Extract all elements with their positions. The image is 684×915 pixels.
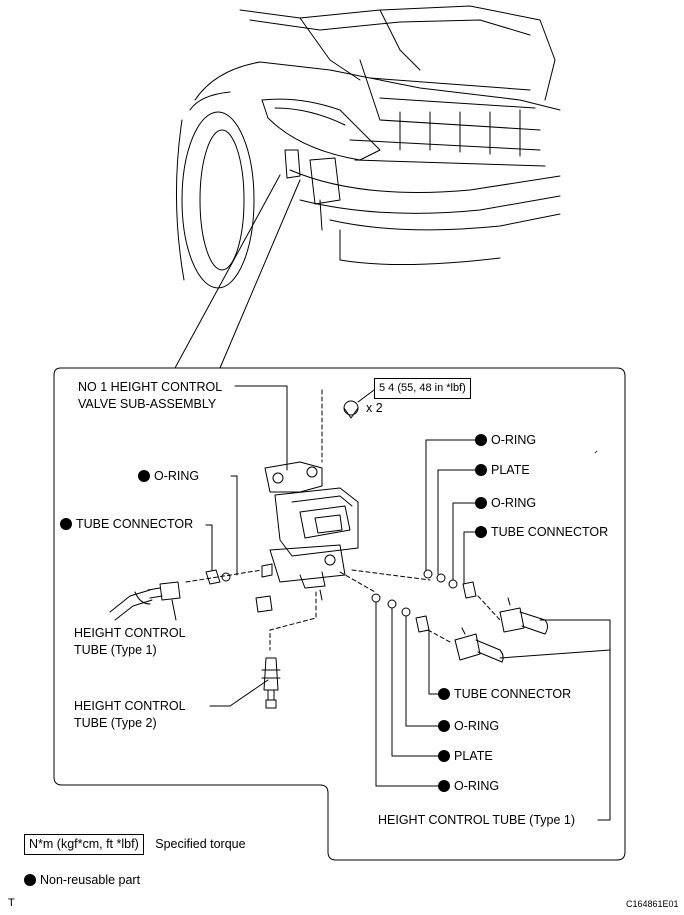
valve-label-line2: VALVE SUB-ASSEMBLY [78, 397, 217, 411]
nonreusable-dot [438, 780, 450, 792]
height-control-valve [261, 461, 359, 601]
bolt-quantity: x 2 [366, 401, 383, 415]
torque-value: 5 4 (55, 48 in *lbf) [374, 378, 471, 399]
lower-oring-2-label: O-RING [438, 778, 499, 795]
vehicle-front-illustration [175, 5, 561, 289]
torque-unit-box: N*m (kgf*cm, ft *lbf) [24, 834, 144, 855]
lower-plate-label: PLATE [438, 748, 493, 765]
tube-type2-label-line2: TUBE (Type 2) [74, 716, 157, 730]
left-tube-type1 [109, 581, 181, 621]
right-tube-connector-label: TUBE CONNECTOR [475, 524, 608, 541]
nonreusable-dot [475, 434, 487, 446]
nonreusable-dot [438, 720, 450, 732]
left-tube-type1-label-line1: HEIGHT CONTROL [74, 626, 186, 640]
torque-spec: 5 4 (55, 48 in *lbf) [374, 378, 471, 399]
nonreusable-dot [475, 464, 487, 476]
right-oring-2-label: O-RING [475, 495, 536, 512]
right-tube-type1-lower [454, 627, 504, 663]
nonreusable-dot [138, 470, 150, 482]
figure-code: C164861E01 [626, 899, 679, 909]
left-oring-label: O-RING [138, 468, 199, 485]
valve-label-line1: NO 1 HEIGHT CONTROL [78, 380, 223, 394]
right-oring-1-label: O-RING [475, 432, 536, 449]
nonreusable-legend: Non-reusable part [24, 872, 140, 889]
right-tube-type1-label: HEIGHT CONTROL TUBE (Type 1) [378, 813, 576, 827]
nonreusable-dot [24, 874, 36, 886]
tube-type2-label-line1: HEIGHT CONTROL [74, 699, 186, 713]
torque-legend: N*m (kgf*cm, ft *lbf) Specified torque [24, 834, 246, 855]
tube-type2 [261, 591, 317, 709]
left-tube-connector-label: TUBE CONNECTOR [60, 516, 193, 533]
lower-tube-connector-label: TUBE CONNECTOR [438, 686, 571, 703]
right-tube-type1-upper [499, 597, 548, 635]
bolt [343, 400, 359, 419]
nonreusable-dot [475, 497, 487, 509]
callout-frame [53, 367, 626, 861]
left-tube-type1-label-line2: TUBE (Type 1) [74, 643, 157, 657]
nonreusable-dot [60, 518, 72, 530]
nonreusable-dot [475, 526, 487, 538]
lower-oring-1-label: O-RING [438, 718, 499, 735]
nonreusable-dot [438, 750, 450, 762]
corner-mark: T [8, 897, 15, 909]
nonreusable-dot [438, 688, 450, 700]
right-plate-1-label: PLATE [475, 462, 530, 479]
torque-legend-desc: Specified torque [155, 837, 246, 851]
